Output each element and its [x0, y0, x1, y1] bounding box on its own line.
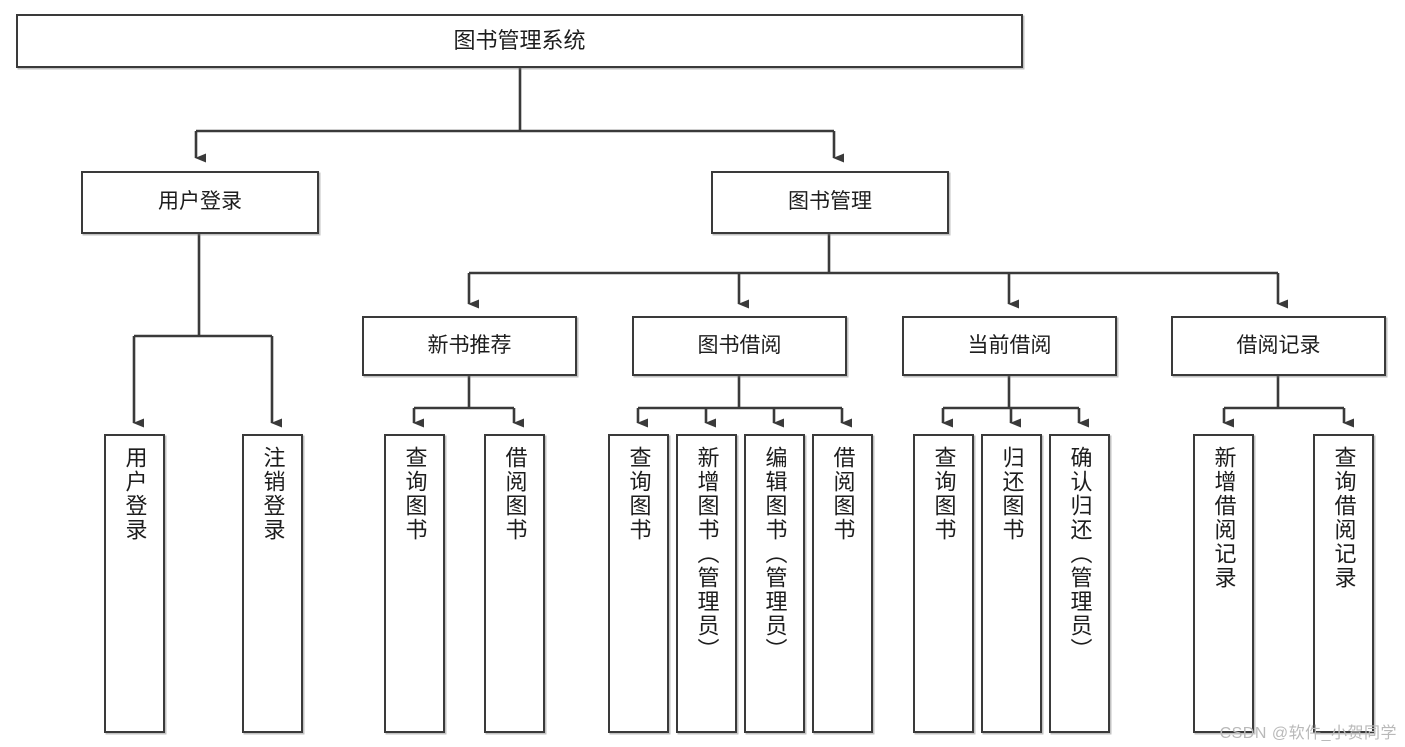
node-current-borrow[interactable]: 当前借阅: [902, 316, 1117, 376]
node-label: 图书管理: [788, 190, 872, 214]
node-label: 用户登录: [122, 446, 148, 542]
node-label: 查询借阅记录: [1331, 446, 1357, 590]
node-label: 查询图书: [402, 446, 428, 542]
node-book-borrow[interactable]: 图书借阅: [632, 316, 847, 376]
node-label: 新增借阅记录: [1211, 446, 1237, 590]
leaf-user-login-signin[interactable]: 用户登录: [104, 434, 165, 733]
leaf-book-borrow-lend[interactable]: 借阅图书: [812, 434, 873, 733]
node-label: 图书管理系统: [453, 28, 586, 54]
node-label: 查询图书: [931, 446, 957, 542]
node-book-management[interactable]: 图书管理: [711, 171, 949, 234]
leaf-current-borrow-return[interactable]: 归还图书: [981, 434, 1042, 733]
leaf-current-borrow-query[interactable]: 查询图书: [913, 434, 974, 733]
leaf-book-borrow-edit[interactable]: 编辑图书（管理员）: [744, 434, 805, 733]
node-root-system[interactable]: 图书管理系统: [16, 14, 1023, 68]
node-label: 编辑图书（管理员）: [762, 446, 788, 662]
node-label: 借阅图书: [830, 446, 856, 542]
leaf-book-borrow-add[interactable]: 新增图书（管理员）: [676, 434, 737, 733]
node-label: 借阅图书: [502, 446, 528, 542]
leaf-borrow-record-query[interactable]: 查询借阅记录: [1313, 434, 1374, 733]
node-label: 借阅记录: [1236, 333, 1321, 357]
node-new-book-recommend[interactable]: 新书推荐: [362, 316, 577, 376]
leaf-new-book-borrow[interactable]: 借阅图书: [484, 434, 545, 733]
leaf-current-borrow-confirm-return[interactable]: 确认归还（管理员）: [1049, 434, 1110, 733]
node-label: 新增图书（管理员）: [694, 446, 720, 662]
node-user-login[interactable]: 用户登录: [81, 171, 319, 234]
leaf-book-borrow-query[interactable]: 查询图书: [608, 434, 669, 733]
node-label: 确认归还（管理员）: [1067, 446, 1093, 662]
node-label: 查询图书: [626, 446, 652, 542]
node-label: 归还图书: [999, 446, 1025, 542]
node-label: 图书借阅: [697, 333, 782, 357]
watermark: CSDN @软件_小贺同学: [1219, 725, 1397, 742]
node-label: 当前借阅: [967, 333, 1052, 357]
node-label: 用户登录: [158, 190, 242, 214]
leaf-user-login-signout[interactable]: 注销登录: [242, 434, 303, 733]
node-label: 注销登录: [260, 446, 286, 542]
leaf-new-book-query[interactable]: 查询图书: [384, 434, 445, 733]
leaf-borrow-record-add[interactable]: 新增借阅记录: [1193, 434, 1254, 733]
node-borrow-record[interactable]: 借阅记录: [1171, 316, 1386, 376]
node-label: 新书推荐: [427, 333, 512, 357]
